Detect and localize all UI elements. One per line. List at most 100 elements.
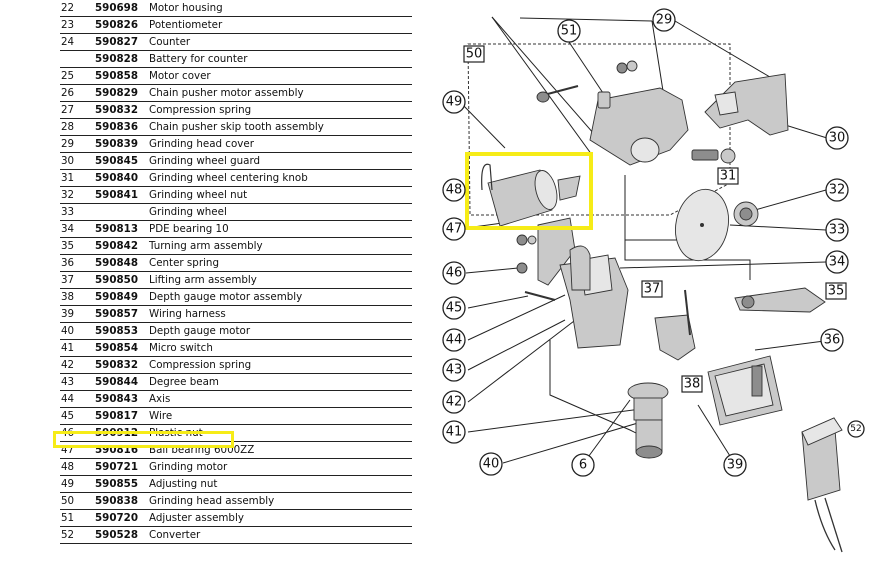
- svg-text:40: 40: [483, 457, 500, 472]
- svg-text:41: 41: [446, 425, 463, 440]
- part-number: 42: [60, 356, 95, 374]
- callout-32: 32: [825, 178, 849, 202]
- depth-gauge-motor: [627, 382, 669, 459]
- part-number: 41: [60, 339, 95, 357]
- part-number: 39: [60, 305, 95, 323]
- part-code: 590840: [95, 169, 149, 187]
- callout-41: 41: [442, 420, 466, 444]
- svg-text:31: 31: [720, 169, 737, 184]
- part-name: Micro switch: [149, 339, 412, 357]
- axis-wire: [524, 291, 556, 301]
- part-number: 34: [60, 220, 95, 238]
- part-number: 43: [60, 373, 95, 391]
- part-number: 52: [60, 526, 95, 544]
- converter: [801, 417, 843, 553]
- part-code: 590850: [95, 271, 149, 289]
- svg-text:33: 33: [829, 223, 846, 238]
- part-name: Chain pusher skip tooth assembly: [149, 118, 412, 136]
- part-number: 31: [60, 169, 95, 187]
- part-number: 28: [60, 118, 95, 136]
- svg-text:45: 45: [446, 301, 463, 316]
- svg-text:34: 34: [829, 255, 846, 270]
- callout-45: 45: [442, 296, 466, 320]
- part-code: 590816: [95, 441, 149, 459]
- part-number: 25: [60, 67, 95, 85]
- part-number: 49: [60, 475, 95, 493]
- callout-6: 6: [571, 453, 595, 477]
- grinding-motor: [481, 163, 581, 227]
- part-name: Counter: [149, 33, 412, 51]
- part-code: 590912: [95, 424, 149, 442]
- svg-text:39: 39: [727, 458, 744, 473]
- part-code: 590845: [95, 152, 149, 170]
- svg-text:30: 30: [829, 131, 846, 146]
- part-name: Axis: [149, 390, 412, 408]
- part-name: Grinding motor: [149, 458, 412, 476]
- part-code: 590857: [95, 305, 149, 323]
- svg-text:46: 46: [446, 266, 463, 281]
- svg-text:50: 50: [466, 47, 483, 62]
- part-number: 29: [60, 135, 95, 153]
- part-number: 27: [60, 101, 95, 119]
- callout-33: 33: [825, 218, 849, 242]
- svg-text:47: 47: [446, 222, 463, 237]
- part-code: 590829: [95, 84, 149, 102]
- callout-42: 42: [442, 390, 466, 414]
- part-code: 590844: [95, 373, 149, 391]
- part-number: 24: [60, 33, 95, 51]
- part-number: 38: [60, 288, 95, 306]
- center-spring-housing: [707, 355, 783, 426]
- part-code: 590841: [95, 186, 149, 204]
- label-box-38: 38: [681, 375, 703, 393]
- callout-30: 30: [825, 126, 849, 150]
- callout-44: 44: [442, 328, 466, 352]
- part-name: Grinding head cover: [149, 135, 412, 153]
- part-name: Ball bearing 6000ZZ: [149, 441, 412, 459]
- grinding-wheel-guard: [704, 73, 789, 136]
- svg-text:44: 44: [446, 333, 463, 348]
- part-name: Grinding wheel: [149, 203, 412, 221]
- part-number: 47: [60, 441, 95, 459]
- adjuster-assembly: [536, 60, 638, 109]
- svg-text:38: 38: [684, 377, 701, 392]
- part-code: 590720: [95, 509, 149, 527]
- svg-text:37: 37: [644, 282, 661, 297]
- part-name: Lifting arm assembly: [149, 271, 412, 289]
- part-name: Depth gauge motor assembly: [149, 288, 412, 306]
- part-name: Grinding wheel centering knob: [149, 169, 412, 187]
- part-name: Depth gauge motor: [149, 322, 412, 340]
- svg-text:51: 51: [561, 24, 578, 39]
- part-number: 23: [60, 16, 95, 34]
- part-number: 45: [60, 407, 95, 425]
- part-code: 590855: [95, 475, 149, 493]
- label-box-50: 50: [463, 45, 485, 63]
- callout-43: 43: [442, 358, 466, 382]
- part-code: 590832: [95, 356, 149, 374]
- part-number: 37: [60, 271, 95, 289]
- label-box-31: 31: [717, 167, 739, 185]
- svg-text:48: 48: [446, 183, 463, 198]
- grinding-wheel: [675, 188, 729, 262]
- callout-49: 49: [442, 90, 466, 114]
- callout-40: 40: [479, 452, 503, 476]
